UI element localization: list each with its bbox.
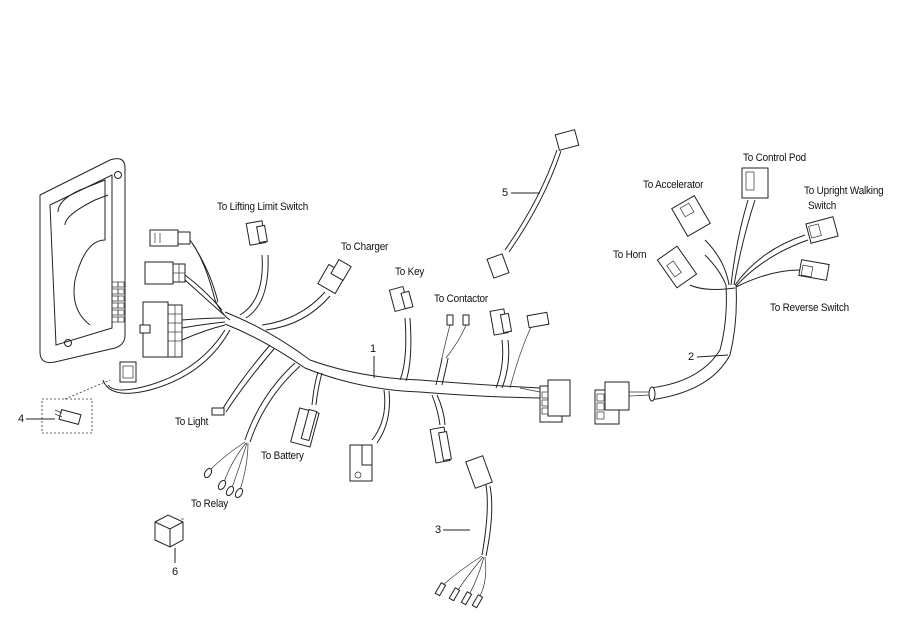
controller-wires xyxy=(181,239,231,341)
branch-relay xyxy=(203,362,301,499)
label-key: To Key xyxy=(395,266,425,278)
part-3-cable xyxy=(434,455,493,609)
connector-horn xyxy=(656,245,698,289)
branch-charger xyxy=(261,258,352,331)
controller-connector-medium xyxy=(144,261,186,285)
label-upright-walking-switch-line2: Switch xyxy=(808,200,837,212)
label-upright-walking-switch-line1: To Upright Walking xyxy=(804,185,884,197)
callout-2: 2 xyxy=(688,351,695,363)
harness-2 xyxy=(648,199,809,402)
label-reverse-switch: To Reverse Switch xyxy=(770,302,849,314)
connector-accelerator xyxy=(671,194,711,238)
label-relay: To Relay xyxy=(191,498,229,510)
fuse-holder xyxy=(102,329,231,394)
callout-1: 1 xyxy=(370,343,377,355)
part-6-relay xyxy=(154,514,184,563)
callout-6: 6 xyxy=(172,566,179,578)
callout-4: 4 xyxy=(18,413,25,425)
branch-battery xyxy=(290,371,323,448)
main-harness-end-connector xyxy=(519,379,571,423)
label-lifting-limit-switch: To Lifting Limit Switch xyxy=(217,201,309,213)
label-light: To Light xyxy=(175,416,209,428)
label-horn: To Horn xyxy=(613,249,647,261)
controller-connector-large xyxy=(139,301,183,358)
branch-light xyxy=(211,344,275,416)
label-contactor: To Contactor xyxy=(434,293,488,305)
label-accelerator: To Accelerator xyxy=(643,179,704,191)
branch-lower-connector-1 xyxy=(349,389,390,482)
connector-upright-walking-switch xyxy=(805,216,839,244)
controller-unit xyxy=(39,158,126,363)
callout-2-leader xyxy=(696,354,729,358)
controller-connector-small xyxy=(149,229,191,247)
callout-3: 3 xyxy=(435,524,442,536)
label-battery: To Battery xyxy=(261,450,304,462)
main-harness-trunk xyxy=(224,311,541,399)
label-control-pod: To Control Pod xyxy=(743,152,806,164)
branch-contactor-terminals xyxy=(435,314,470,386)
branch-lifting-limit-switch xyxy=(239,220,269,319)
part-4-fuse xyxy=(26,379,111,434)
connector-reverse-switch xyxy=(798,259,830,281)
callout-5: 5 xyxy=(502,187,509,199)
branch-contactor-connectors xyxy=(489,308,550,389)
harness2-end-connector xyxy=(594,381,651,425)
part-5-jumper xyxy=(486,129,580,279)
connector-control-pod xyxy=(741,167,769,199)
branch-lower-connector-2 xyxy=(429,394,452,464)
branch-key xyxy=(388,285,414,382)
label-charger: To Charger xyxy=(341,241,389,253)
